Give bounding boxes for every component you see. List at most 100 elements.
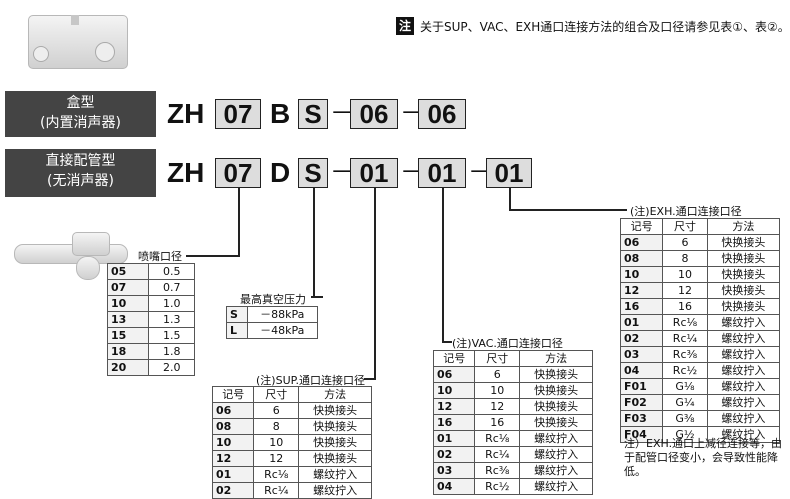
value-cell: G½ (662, 426, 708, 443)
value-cell: 12 (474, 398, 521, 415)
value-cell: 12 (253, 450, 300, 467)
vacuum-leader-v (313, 188, 315, 297)
table-header-row: 记号尺寸方法 (619, 218, 781, 235)
value-cell: 10 (662, 266, 708, 283)
nozzle-code-box-2: 07 (215, 158, 261, 188)
value-cell: Rc¼ (474, 446, 521, 463)
column-header: 记号 (211, 386, 255, 403)
value-cell: Rc¼ (662, 330, 708, 347)
value-cell: G⅜ (662, 410, 708, 427)
value-cell: 快换接头 (706, 298, 781, 315)
vacuum-table-title: 最高真空压力 (240, 293, 306, 306)
code-cell: 03 (619, 346, 664, 363)
value-cell: 螺纹拧入 (519, 446, 593, 463)
code-cell: 06 (619, 234, 664, 251)
value-cell: 螺纹拧入 (706, 410, 781, 427)
code-cell: 08 (619, 250, 664, 267)
column-header: 尺寸 (662, 218, 708, 235)
value-cell: 1.3 (148, 311, 195, 328)
value-cell: 螺纹拧入 (519, 462, 593, 479)
code-cell: 12 (619, 282, 664, 299)
model-prefix-1: ZH (167, 98, 205, 129)
code-cell: 01 (211, 466, 255, 483)
code-cell: L (226, 322, 248, 339)
value-cell: 快换接头 (298, 450, 372, 467)
column-header: 方法 (706, 218, 781, 235)
value-cell: 1.5 (148, 327, 195, 344)
nozzle-leader-v (238, 188, 240, 256)
code-cell: 10 (106, 295, 150, 312)
code-cell: F02 (619, 394, 664, 411)
value-cell: 快换接头 (706, 282, 781, 299)
code-cell: 12 (211, 450, 255, 467)
value-cell: 10 (253, 434, 300, 451)
code-cell: 04 (619, 362, 664, 379)
value-cell: 螺纹拧入 (706, 378, 781, 395)
direct-piping-label-line2: (无消声器) (47, 173, 114, 189)
nozzle-code-box-1: 07 (215, 99, 261, 129)
value-cell: 螺纹拧入 (519, 430, 593, 447)
vacuum-code-box-2: S (298, 158, 328, 188)
value-cell: 8 (253, 418, 300, 435)
value-cell: Rc½ (474, 478, 521, 495)
value-cell: 1.8 (148, 343, 195, 360)
vac-port-code-box-2: 01 (418, 158, 466, 188)
code-cell: 01 (619, 314, 664, 331)
value-cell: Rc⅛ (474, 430, 521, 447)
direct-piping-label-line1: 直接配管型 (45, 153, 116, 169)
value-cell: 快换接头 (519, 398, 593, 415)
value-cell: 快换接头 (706, 250, 781, 267)
box-type-label-line2: (内置消声器) (40, 115, 121, 131)
vac-port-code-box-1: 06 (418, 99, 466, 129)
value-cell: Rc⅜ (662, 346, 708, 363)
value-cell: 16 (474, 414, 521, 431)
code-cell: 10 (619, 266, 664, 283)
value-cell: 螺纹拧入 (706, 330, 781, 347)
column-header: 尺寸 (474, 350, 521, 367)
value-cell: Rc⅛ (662, 314, 708, 331)
code-cell: 15 (106, 327, 150, 344)
code-cell: S (226, 306, 248, 323)
value-cell: 快换接头 (298, 434, 372, 451)
code-cell: 06 (432, 366, 476, 383)
footnote: 注）EXH.通口上减径连接等，由于配管口径变小，会导致性能降低。 (624, 437, 783, 478)
exh-leader-v (509, 188, 511, 210)
code-cell: 16 (432, 414, 476, 431)
type-code-1: B (270, 98, 291, 129)
code-cell: 02 (432, 446, 476, 463)
code-cell: 10 (432, 382, 476, 399)
column-header: 尺寸 (253, 386, 300, 403)
value-cell: 6 (253, 402, 300, 419)
value-cell: 8 (662, 250, 708, 267)
code-cell: 13 (106, 311, 150, 328)
value-cell: Rc⅛ (253, 466, 300, 483)
vacuum-leader-h (311, 296, 323, 298)
value-cell: －88kPa (246, 306, 319, 323)
